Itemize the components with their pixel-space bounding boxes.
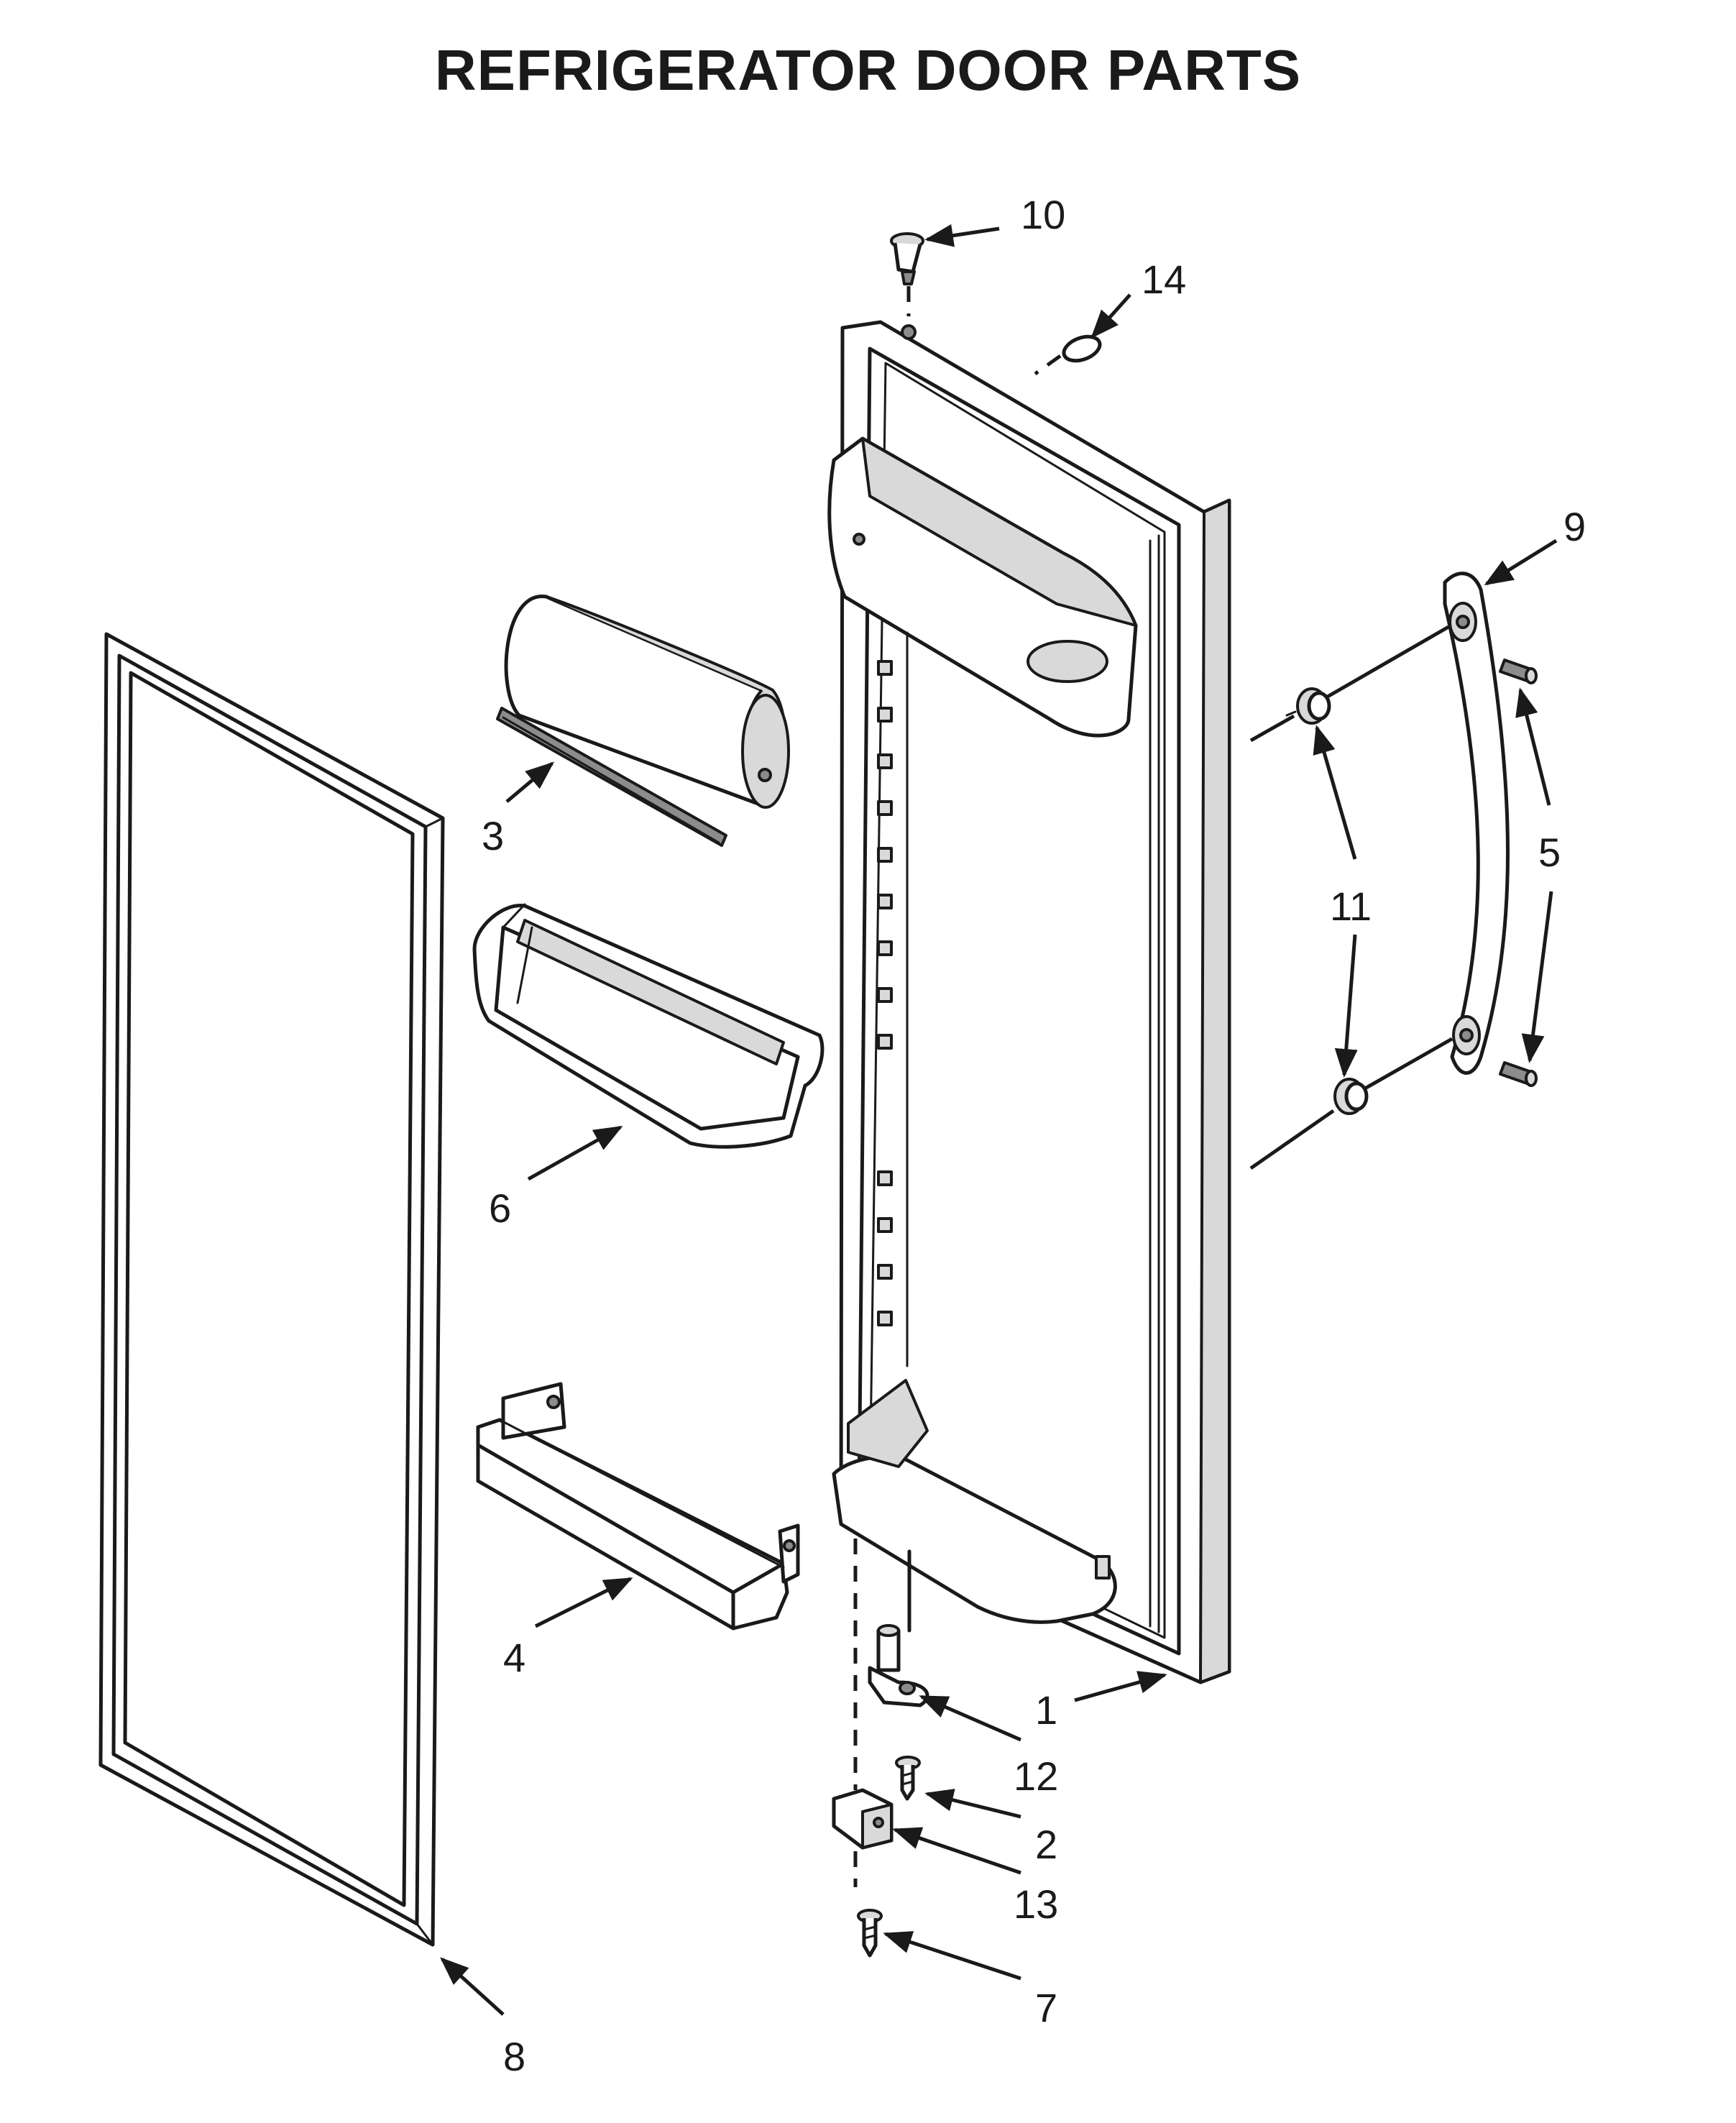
callout-7: 7 [1035,1985,1057,2030]
callout-2: 2 [1035,1822,1057,1867]
callout-14: 14 [1142,257,1186,302]
screw-2 [895,1756,921,1801]
hinge-bushing [890,232,924,340]
page-title: REFRIGERATOR DOOR PARTS [434,38,1302,102]
callout-numbers: 10 14 9 5 11 3 6 4 1 12 2 13 7 8 [482,192,1586,2079]
callout-12: 12 [1014,1753,1058,1799]
callout-6: 6 [489,1186,511,1231]
door-gasket [98,632,445,1947]
callout-1: 1 [1035,1687,1057,1733]
callout-5: 5 [1538,830,1561,875]
door-liner [827,320,1231,1684]
callout-13: 13 [1014,1881,1058,1927]
callout-11: 11 [1330,884,1372,929]
hinge-plate [868,1549,929,1707]
callout-10: 10 [1021,192,1065,237]
spacer-ring [1034,334,1102,376]
door-bin [472,903,825,1149]
callout-3: 3 [482,813,504,858]
shelf-pegs [877,660,893,1326]
door-handle [1443,572,1510,1075]
handle-screws [1499,659,1538,1087]
callout-8: 8 [503,2034,525,2079]
callout-4: 4 [503,1635,525,1680]
door-shelf-rail [476,1382,800,1631]
handle-studs [1249,625,1453,1170]
leader-lines [440,224,1558,2016]
lower-hinge-bracket [832,1539,894,1887]
callout-9: 9 [1563,504,1586,549]
dairy-compartment [496,595,790,847]
screw-7 [857,1909,883,1958]
